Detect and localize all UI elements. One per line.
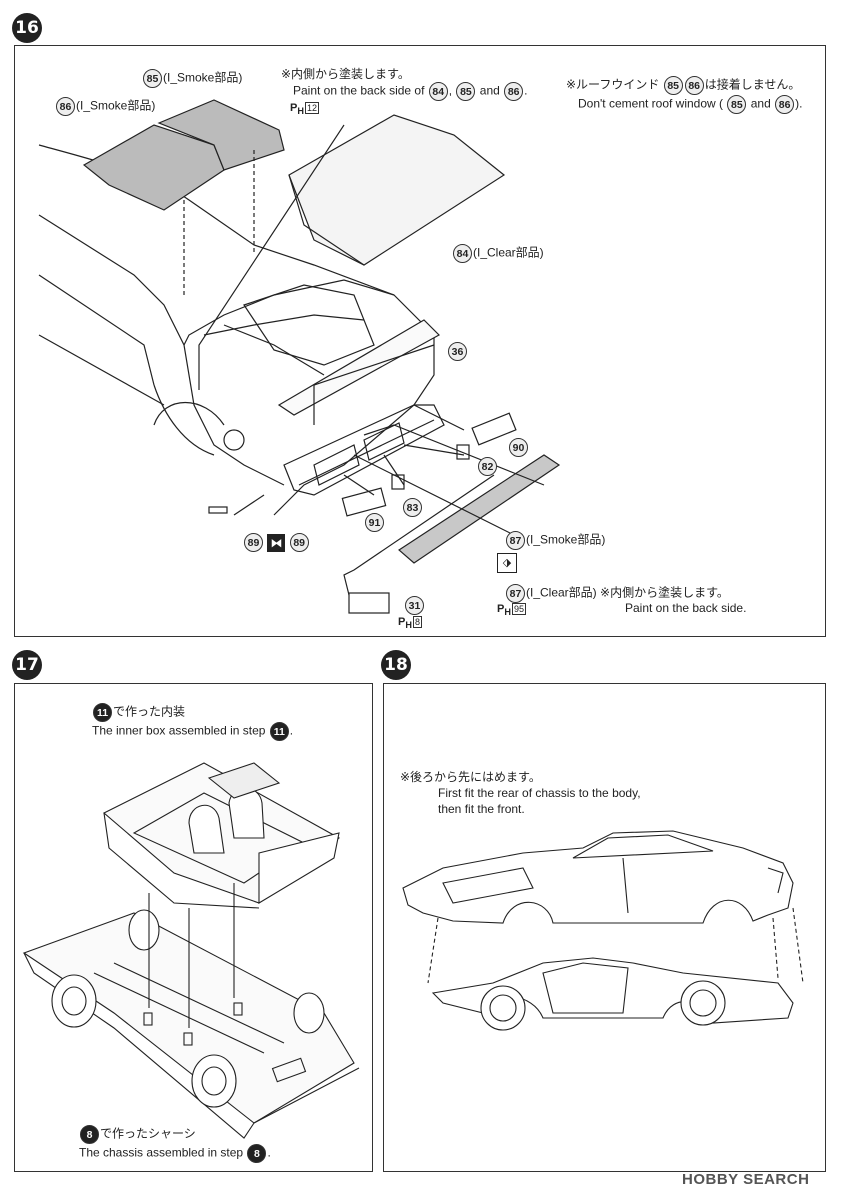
part-89a-number: 89: [244, 533, 263, 552]
fit-order-note: ※後ろから先にはめます。 First fit the rear of chass…: [400, 769, 641, 817]
ref-86: 86: [504, 82, 524, 101]
part-85-label: 85(I_Smoke部品): [142, 69, 242, 88]
part-87-clear-label: 87(I_Clear部品) ※内側から塗装します。: [505, 584, 729, 603]
paint-back-side-jp: ※内側から塗装します。: [600, 585, 729, 600]
part-85-number: 85: [143, 69, 162, 88]
ph12-p: P: [290, 102, 298, 114]
part-82-label: 82: [477, 457, 498, 476]
part-31-number: 31: [405, 596, 424, 615]
part-87b-material: (I_Clear部品): [526, 585, 597, 600]
fit-order-en-2: then fit the front.: [438, 802, 525, 816]
roof-ref-85: 85: [663, 76, 683, 95]
part-36-label: 36: [447, 342, 468, 361]
paint-back-note-en: Paint on the back side of: [293, 83, 425, 98]
ph12-h: H: [297, 106, 304, 117]
roof-note-en-post: ).: [795, 96, 803, 111]
chassis-step-ref-en: 8: [247, 1144, 267, 1163]
part-91-number: 91: [365, 513, 384, 532]
part-83-number: 83: [403, 498, 422, 517]
part-84-label: 84(I_Clear部品): [452, 244, 544, 263]
inner-box-jp: で作った内装: [113, 704, 186, 719]
chassis-en: The chassis assembled in step: [79, 1145, 244, 1160]
roof-en-ref-86: 86: [775, 95, 795, 114]
step-17-badge: 17: [12, 650, 42, 680]
ph8-num: 8: [412, 616, 422, 628]
part-86-number: 86: [56, 97, 75, 116]
part-84-material: (I_Clear部品): [473, 245, 544, 260]
part-91-label: 91: [364, 513, 385, 532]
step-17-assembly-illustration: [22, 762, 360, 1139]
inner-step-ref-en: 11: [269, 722, 289, 741]
part-87a-number: 87: [506, 531, 525, 550]
and-word: and: [479, 83, 500, 98]
step-18-badge: 18: [381, 650, 411, 680]
hobby-search-watermark: HOBBY SEARCH: [682, 1171, 810, 1188]
part-89-label: 89 ⧓ 89: [243, 533, 310, 552]
inner-box-en: The inner box assembled in step: [92, 723, 266, 738]
roof-en-ref-85: 85: [727, 95, 747, 114]
ph95-num: 95: [511, 603, 526, 615]
roof-note-jp-post: は接着しません。: [704, 77, 801, 92]
chassis-step-ref: 8: [80, 1125, 99, 1144]
ref-85: 85: [456, 82, 476, 101]
part-82-number: 82: [478, 457, 497, 476]
part-85-material: (I_Smoke部品): [163, 70, 243, 85]
roof-ref-86: 86: [684, 76, 704, 95]
step-18-panel: [383, 683, 826, 1172]
paint-back-note: ※内側から塗装します。 Paint on the back side of 84…: [281, 66, 528, 101]
part-89b-number: 89: [289, 533, 309, 552]
part-90-label: 90: [508, 438, 529, 457]
part-87-smoke-label: 87(I_Smoke部品): [505, 531, 605, 550]
chassis-jp: で作ったシャーシ: [100, 1126, 196, 1141]
roof-note-jp-pre: ※ルーフウインド: [566, 77, 660, 92]
part-90-number: 90: [509, 438, 528, 457]
step-16-badge: 16: [12, 13, 42, 43]
roof-note-en-pre: Don't cement roof window (: [578, 96, 724, 111]
part-84-number: 84: [453, 244, 472, 263]
step-16-car-illustration: [38, 99, 561, 614]
step-18-assembly-illustration: [402, 830, 804, 1031]
fit-order-jp: ※後ろから先にはめます。: [400, 770, 541, 784]
ph12-num: 12: [304, 102, 319, 114]
mirror-pair-icon: ⧓: [267, 533, 286, 552]
part-86-material: (I_Smoke部品): [76, 98, 156, 113]
part-87a-material: (I_Smoke部品): [526, 532, 606, 547]
paint-back-note-jp: ※内側から塗装します。: [281, 67, 410, 81]
part-87b-number: 87: [506, 584, 525, 603]
part-36-number: 36: [448, 342, 467, 361]
sep-1: ,: [448, 83, 456, 98]
part-83-label: 83: [402, 498, 423, 517]
ref-84: 84: [428, 82, 448, 101]
roof-note-en-and: and: [750, 96, 771, 111]
choose-alternative-icon: ⬗: [497, 553, 517, 573]
part-86-label: 86(I_Smoke部品): [55, 97, 155, 116]
paint-back-side-en: Paint on the back side.: [625, 601, 747, 615]
part-31-label: 31: [404, 596, 425, 615]
inner-step-ref: 11: [93, 703, 112, 722]
fit-order-en-1: First fit the rear of chassis to the bod…: [438, 786, 641, 800]
